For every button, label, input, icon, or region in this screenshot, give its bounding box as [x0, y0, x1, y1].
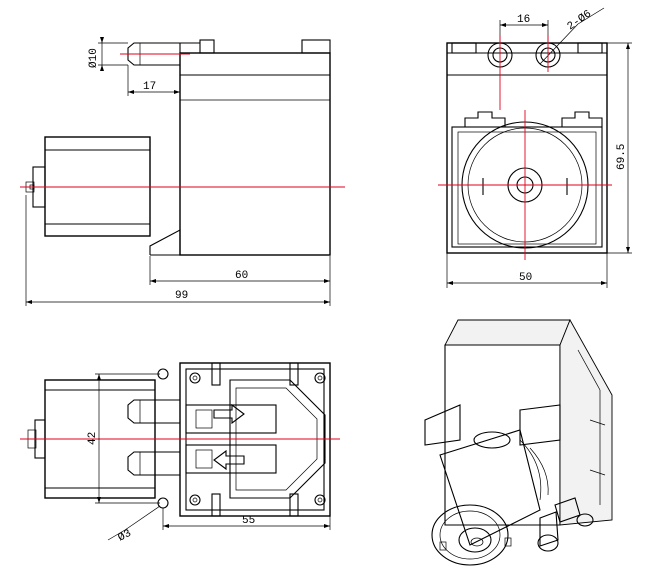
port-diameter-label: 2-Ø6 [565, 8, 594, 33]
mount-spacing-label: 42 [87, 432, 99, 445]
hole-diameter-label: Ø3 [116, 528, 133, 545]
body-length-label: 60 [235, 270, 248, 282]
front-view: 16 2-Ø6 69.5 50 [438, 7, 632, 288]
width-label: 50 [519, 272, 532, 284]
height-label: 69.5 [616, 144, 628, 170]
isometric-view [424, 318, 613, 566]
base-length-label: 55 [242, 515, 255, 527]
bottom-view: 42 Ø3 55 [20, 362, 340, 545]
overall-length-label: 99 [175, 290, 188, 302]
side-view: 17 Ø10 60 99 [20, 37, 345, 306]
outlet-diameter-label: Ø10 [88, 48, 100, 68]
outlet-length-label: 17 [143, 81, 156, 93]
port-spacing-label: 16 [517, 14, 530, 26]
